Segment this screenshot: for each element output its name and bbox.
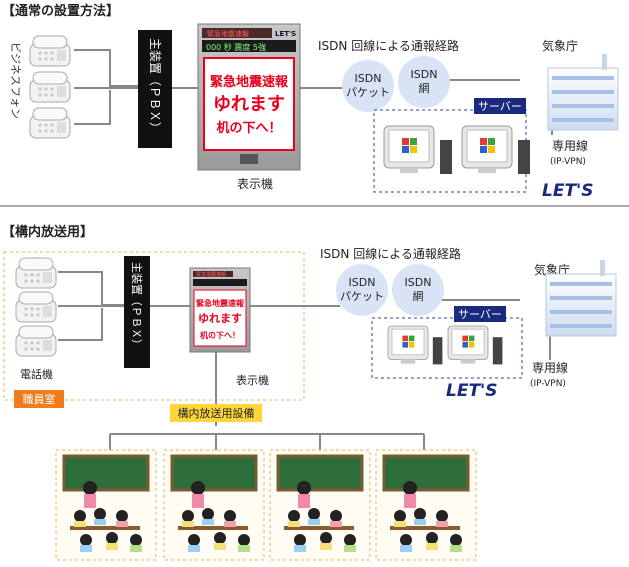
server-badge: サーバー <box>474 98 526 114</box>
jma-label: 気象庁 <box>534 262 570 277</box>
pbx-label: 主装置（ＰＢＸ） <box>148 38 162 134</box>
svg-text:サーバー: サーバー <box>478 100 522 113</box>
phone-icon <box>15 257 57 289</box>
display-lcd: 000 秒 震度 5強 <box>206 42 266 52</box>
svg-text:職員室: 職員室 <box>23 392 56 406</box>
svg-text:緊急地震速報: 緊急地震速報 <box>196 271 226 278</box>
phone-caption: 電話機 <box>20 367 53 381</box>
svg-text:網: 網 <box>413 289 424 303</box>
server-area <box>371 317 523 379</box>
phone-icon <box>29 107 71 139</box>
classroom-icon <box>54 448 158 562</box>
ip-vpn-label: (IP-VPN) <box>550 157 586 167</box>
section1-title: 【通常の設置方法】 <box>2 3 119 19</box>
display-line1: 緊急地震速報 <box>210 74 289 90</box>
display-line2: ゆれます <box>213 94 285 115</box>
pc-icon <box>383 125 453 175</box>
pbx-box: 主装置（ＰＢＸ） <box>124 256 150 368</box>
classroom-icon <box>374 448 478 562</box>
display-header: 緊急地震速報 <box>207 29 249 38</box>
svg-text:緊急地震速報: 緊急地震速報 <box>196 298 245 308</box>
display-brand: LET'S <box>275 30 296 38</box>
leased-line-label: 専用線 <box>552 138 588 153</box>
display-caption: 表示機 <box>236 373 269 387</box>
phone-icon <box>15 291 57 323</box>
jma-label: 気象庁 <box>542 38 578 53</box>
building-icon <box>547 53 619 131</box>
server-badge: サーバー <box>454 306 506 322</box>
isdn-packet-node: ISDN パケット <box>336 264 388 316</box>
classroom-icon <box>268 448 372 562</box>
svg-text:机の下へ！: 机の下へ！ <box>200 330 240 340</box>
staff-room-area <box>3 251 305 401</box>
display-line3: 机の下へ！ <box>216 120 281 136</box>
isdn-net-node: ISDN 網 <box>398 56 450 108</box>
isdn-net-node: ISDN 網 <box>392 264 444 316</box>
pc-icon <box>461 125 531 175</box>
route-label: ISDN 回線による通報経路 <box>318 38 459 53</box>
isdn-packet-node: ISDN パケット <box>342 60 394 112</box>
svg-text:ISDN: ISDN <box>349 276 376 289</box>
leased-line-label: 専用線 <box>532 360 568 375</box>
pa-equipment-badge: 構内放送用設備 <box>170 404 262 422</box>
classroom-icon <box>162 448 266 562</box>
ip-vpn-label: (IP-VPN) <box>530 379 566 389</box>
svg-text:ISDN: ISDN <box>355 72 382 85</box>
phone-icon <box>15 325 57 357</box>
svg-text:ISDN: ISDN <box>405 276 432 289</box>
svg-text:構内放送用設備: 構内放送用設備 <box>178 406 255 420</box>
business-phone-label: ビジネスフォン <box>9 42 22 119</box>
svg-text:サーバー: サーバー <box>458 308 502 321</box>
svg-text:ゆれます: ゆれます <box>198 312 242 325</box>
section1-wiring <box>74 49 553 135</box>
display-unit: 緊急地震速報 LET'S 000 秒 震度 5強 緊急地震速報 ゆれます 机の下… <box>197 23 301 171</box>
svg-text:主装置（ＰＢＸ）: 主装置（ＰＢＸ） <box>130 262 143 350</box>
phone-icon <box>29 35 71 67</box>
svg-text:網: 網 <box>419 81 430 95</box>
staff-room-badge: 職員室 <box>14 390 64 408</box>
lets-logo: LET'S <box>446 381 498 401</box>
section2-title: 【構内放送用】 <box>2 224 93 240</box>
phone-icon <box>29 71 71 103</box>
svg-text:ISDN: ISDN <box>411 68 438 81</box>
svg-text:パケット: パケット <box>346 86 390 99</box>
route-label: ISDN 回線による通報経路 <box>320 246 461 261</box>
svg-text:パケット: パケット <box>340 290 384 303</box>
pc-icon <box>447 325 503 365</box>
pbx-box: 主装置（ＰＢＸ） <box>138 30 172 148</box>
display-unit: 緊急地震速報 緊急地震速報 ゆれます 机の下へ！ <box>189 267 251 353</box>
display-caption: 表示機 <box>237 176 273 191</box>
pc-icon <box>387 325 443 365</box>
lets-logo: LET'S <box>542 181 594 201</box>
